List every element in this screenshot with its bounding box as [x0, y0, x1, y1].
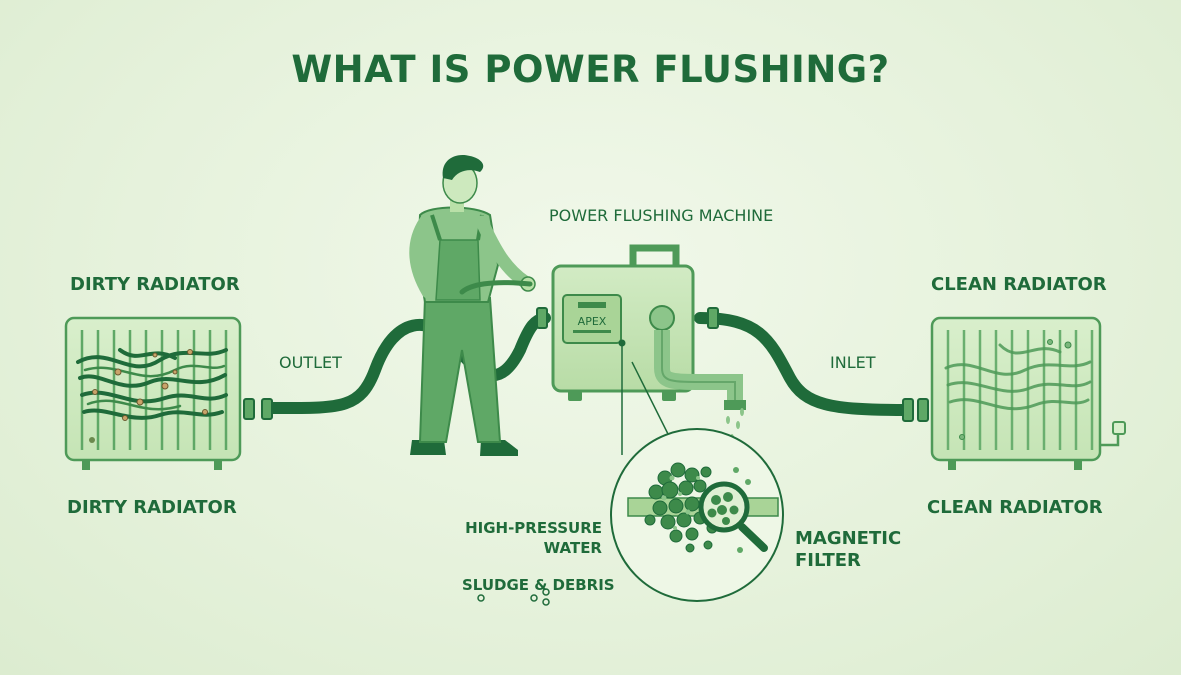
magnetic-line1: MAGNETIC	[795, 528, 902, 549]
dirty-radiator-label-top: DIRTY RADIATOR	[70, 274, 240, 295]
dirty-radiator-icon	[64, 316, 242, 470]
page-title: WHAT IS POWER FLUSHING?	[291, 48, 890, 91]
magnetic-line2: FILTER	[795, 550, 861, 571]
clean-radiator-label-top: CLEAN RADIATOR	[931, 274, 1107, 295]
magnified-filter-view	[610, 428, 784, 602]
clean-radiator-icon	[930, 316, 1126, 470]
outlet-label: OUTLET	[279, 353, 342, 372]
hose-connectors	[243, 307, 929, 422]
sludge-debris-label: SLUDGE & DEBRIS	[462, 576, 615, 594]
magnetic-filter-label: MAGNETIC FILTER	[795, 528, 901, 572]
machine-label: POWER FLUSHING MACHINE	[549, 206, 774, 225]
inlet-label: INLET	[830, 353, 876, 372]
technician-icon	[409, 154, 536, 456]
sludge-particles	[477, 588, 550, 606]
high-pressure-line2: WATER	[543, 539, 602, 557]
dirty-radiator-label-bottom: DIRTY RADIATOR	[67, 497, 237, 518]
high-pressure-water-label: HIGH-PRESSURE WATER	[458, 518, 602, 558]
clean-radiator-label-bottom: CLEAN RADIATOR	[927, 497, 1103, 518]
high-pressure-line1: HIGH-PRESSURE	[465, 519, 602, 537]
magnifier-icon	[698, 481, 768, 552]
hose-right-icon	[694, 312, 911, 416]
flushing-machine-icon: APEX	[551, 244, 746, 457]
brand-logo: APEX	[578, 315, 607, 328]
